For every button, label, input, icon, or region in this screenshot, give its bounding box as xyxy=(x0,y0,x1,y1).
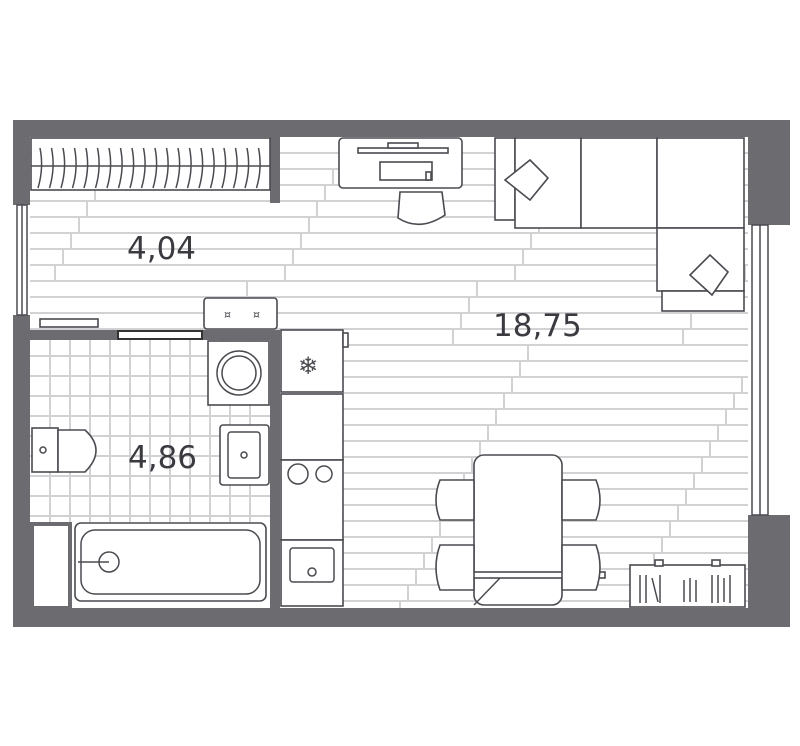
sink xyxy=(219,424,270,486)
hallway-bench: ¤ ¤ xyxy=(203,297,278,330)
area-label-hallway: 4,04 xyxy=(127,231,196,267)
bathroom-door xyxy=(117,330,203,340)
wardrobe xyxy=(30,137,271,191)
desk xyxy=(338,137,463,226)
corner-sofa xyxy=(494,137,745,312)
kitchen-unit: ❄ xyxy=(280,329,349,607)
walls xyxy=(13,120,790,627)
shoe-rack xyxy=(39,318,99,328)
bookshelf xyxy=(629,559,746,608)
area-label-living-room: 18,75 xyxy=(493,308,582,344)
dining-chairs xyxy=(435,479,601,591)
area-label-bathroom: 4,86 xyxy=(128,440,197,476)
toilet xyxy=(31,427,97,473)
snowflake-icon: ❄ xyxy=(298,352,318,380)
svg-text:¤: ¤ xyxy=(224,308,231,321)
windows xyxy=(16,204,769,516)
svg-text:¤: ¤ xyxy=(253,308,260,321)
dining-table xyxy=(439,454,606,606)
bathtub xyxy=(74,522,267,602)
washing-machine xyxy=(207,340,270,406)
